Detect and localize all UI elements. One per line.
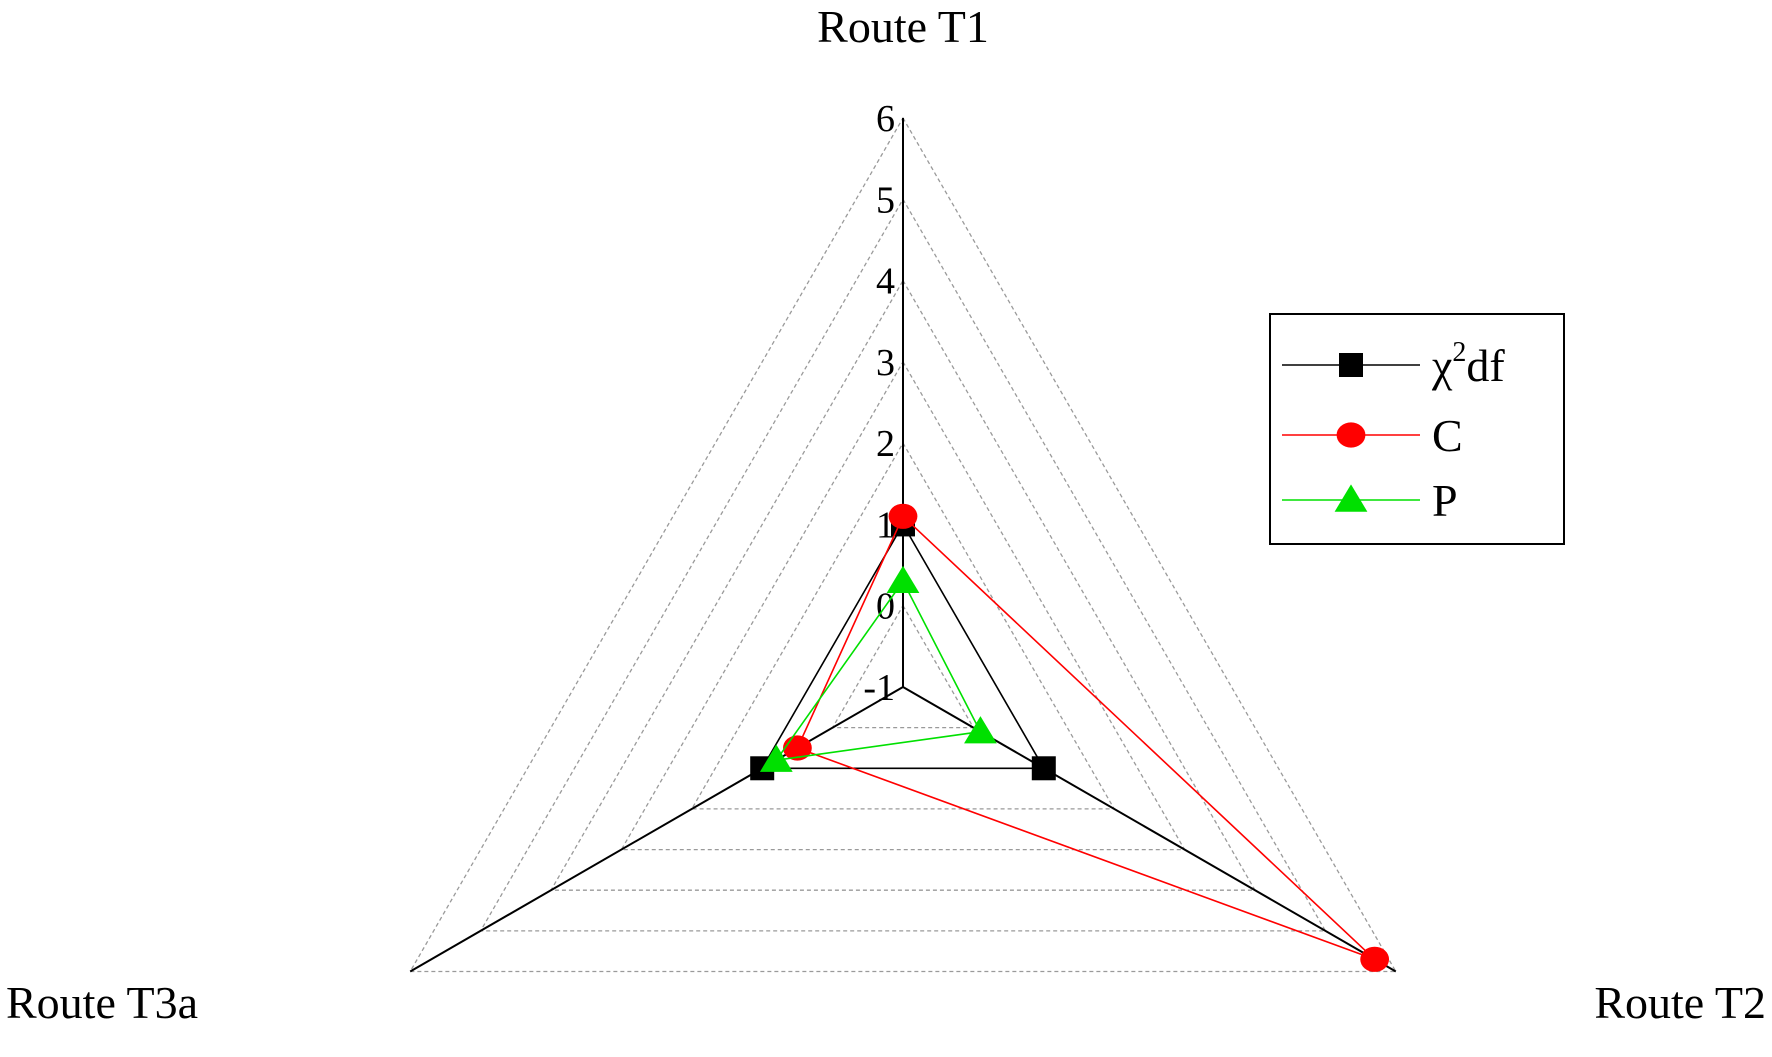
axis-title: Route T2: [1594, 977, 1766, 1028]
grid-ring: [620, 360, 1186, 851]
legend-entry: P: [1282, 475, 1458, 526]
data-point-triangle: [964, 716, 997, 744]
grid-ring: [479, 198, 1327, 932]
data-point-triangle: [1334, 484, 1368, 512]
axis-title: Route T1: [817, 1, 989, 52]
legend-entry: χ2df: [1282, 337, 1505, 391]
series-line: [774, 579, 982, 762]
data-point-triangle: [759, 744, 793, 772]
grid-ring: [549, 279, 1257, 891]
tick-label: 3: [876, 342, 895, 384]
grid-ring: [831, 604, 975, 729]
series-line: [796, 514, 1376, 961]
series-line: [760, 522, 1046, 770]
tick-label: 6: [876, 98, 895, 140]
legend-label: P: [1432, 475, 1458, 526]
axis-line: [409, 686, 904, 973]
data-point-circle: [888, 503, 918, 529]
legend-box: [1269, 313, 1565, 545]
legend-label: χ2df: [1431, 337, 1505, 391]
axis-titles: Route T1 Route T2 Route T3a: [6, 1, 1766, 1028]
tick-label: 4: [876, 261, 895, 303]
legend-label: C: [1432, 410, 1463, 461]
data-point-triangle: [886, 565, 920, 594]
grid-ring: [409, 116, 1397, 973]
grid-ring: [690, 441, 1116, 810]
tick-label: -1: [863, 667, 895, 709]
legend-entry: C: [1282, 410, 1463, 461]
series-triangle: [759, 565, 997, 772]
data-point-square: [1339, 353, 1363, 377]
data-point-circle: [1360, 946, 1390, 972]
data-point-square: [1031, 756, 1056, 781]
axes: [409, 118, 1397, 973]
data-point-circle: [1336, 422, 1366, 448]
axis-title: Route T3a: [6, 977, 198, 1028]
tick-label: 5: [876, 179, 895, 221]
tick-label: 2: [876, 423, 895, 465]
data-series: [750, 503, 1390, 972]
